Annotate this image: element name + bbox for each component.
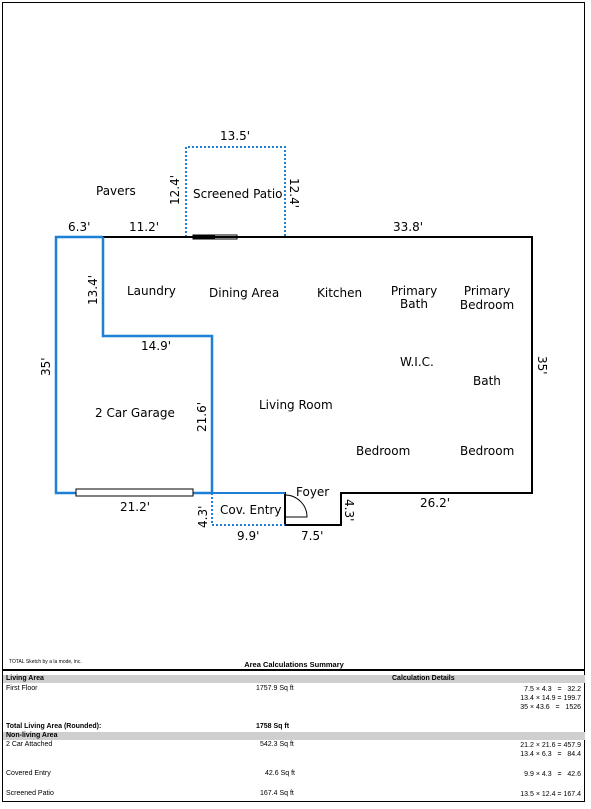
room-wic: W.I.C. [400, 355, 434, 369]
living-area-header: Living Area [6, 675, 44, 682]
non-living-band [3, 732, 585, 740]
room-primary-bath-l2: Bath [400, 297, 428, 311]
floor-plan: Pavers Screened Patio Laundry Dining Are… [39, 129, 549, 543]
room-bedroom-1: Bedroom [356, 444, 410, 458]
room-living-room: Living Room [259, 398, 333, 412]
summary-title: Area Calculations Summary [244, 660, 344, 669]
room-dining-area: Dining Area [209, 286, 279, 300]
first-floor-calcs: 7.5 × 4.3 = 32.2 13.4 × 14.9 = 199.7 35 … [520, 686, 581, 711]
dim-top-mid: 11.2' [129, 220, 159, 234]
living-area-band [3, 675, 585, 683]
garage-label: 2 Car Attached [6, 741, 53, 748]
room-bath: Bath [473, 374, 501, 388]
dim-garage-left: 35' [39, 357, 53, 376]
room-primary-bedroom-l2: Bedroom [460, 298, 514, 312]
area-summary: Area Calculations Summary Living Area Ca… [3, 660, 585, 804]
garage-outline [54, 235, 214, 495]
non-living-header: Non-living Area [6, 732, 58, 739]
living-area-outline [56, 236, 533, 526]
room-kitchen: Kitchen [317, 286, 362, 300]
software-credit: TOTAL Sketch by a la mode, inc. [9, 659, 82, 665]
garage-calcs: 21.2 × 21.6 = 457.9 13.4 × 6.3 = 84.4 [520, 742, 581, 758]
room-primary-bath-l1: Primary [391, 284, 437, 298]
dim-foyer-bottom: 7.5' [301, 529, 323, 543]
door-swing-icon [284, 494, 308, 518]
room-laundry: Laundry [127, 284, 176, 298]
room-pavers: Pavers [96, 184, 136, 198]
room-garage: 2 Car Garage [95, 406, 175, 420]
dim-right-side: 35' [535, 356, 549, 375]
dim-patio-left: 12.4' [168, 175, 182, 205]
screened-patio-label: Screened Patio [6, 790, 54, 797]
dim-garage-bottom: 21.2' [120, 500, 150, 514]
dim-laundry-vertical: 13.4' [86, 275, 100, 305]
room-screened-patio: Screened Patio [193, 187, 283, 201]
room-cov-entry: Cov. Entry [220, 503, 281, 517]
dim-foyer-right: 4.3' [342, 499, 356, 521]
dim-patio-top: 13.5' [220, 129, 250, 143]
room-foyer: Foyer [296, 485, 329, 499]
covered-entry-calcs: 9.9 × 4.3 = 42.6 [524, 771, 581, 778]
dim-top-right: 33.8' [393, 220, 423, 234]
first-floor-area: 1757.9 Sq ft [256, 685, 294, 692]
room-bedroom-2: Bedroom [460, 444, 514, 458]
screened-patio-outline [185, 146, 286, 237]
dim-bottom-right: 26.2' [420, 496, 450, 510]
screened-patio-calcs: 13.5 × 12.4 = 167.4 [520, 791, 581, 798]
dim-entry-bottom: 9.9' [237, 529, 259, 543]
first-floor-label: First Floor [6, 685, 38, 692]
covered-entry-area: 42.6 Sq ft [265, 770, 295, 777]
total-living-label: Total Living Area (Rounded): [6, 723, 102, 730]
garage-door [75, 488, 194, 497]
dim-garage-right: 21.6' [195, 402, 209, 432]
page-frame [2, 2, 585, 802]
dim-patio-right: 12.4' [287, 178, 301, 208]
dim-entry-left: 4.3' [196, 506, 210, 528]
garage-area: 542.3 Sq ft [260, 741, 294, 748]
dim-garage-top: 6.3' [68, 220, 90, 234]
room-primary-bedroom-l1: Primary [464, 284, 510, 298]
covered-entry-outline [211, 493, 285, 526]
calc-details-header: Calculation Details [392, 675, 455, 682]
dim-laundry-bottom: 14.9' [141, 339, 171, 353]
total-living-value: 1758 Sq ft [256, 723, 290, 730]
screened-patio-area: 167.4 Sq ft [260, 790, 294, 797]
covered-entry-label: Covered Entry [6, 770, 51, 777]
